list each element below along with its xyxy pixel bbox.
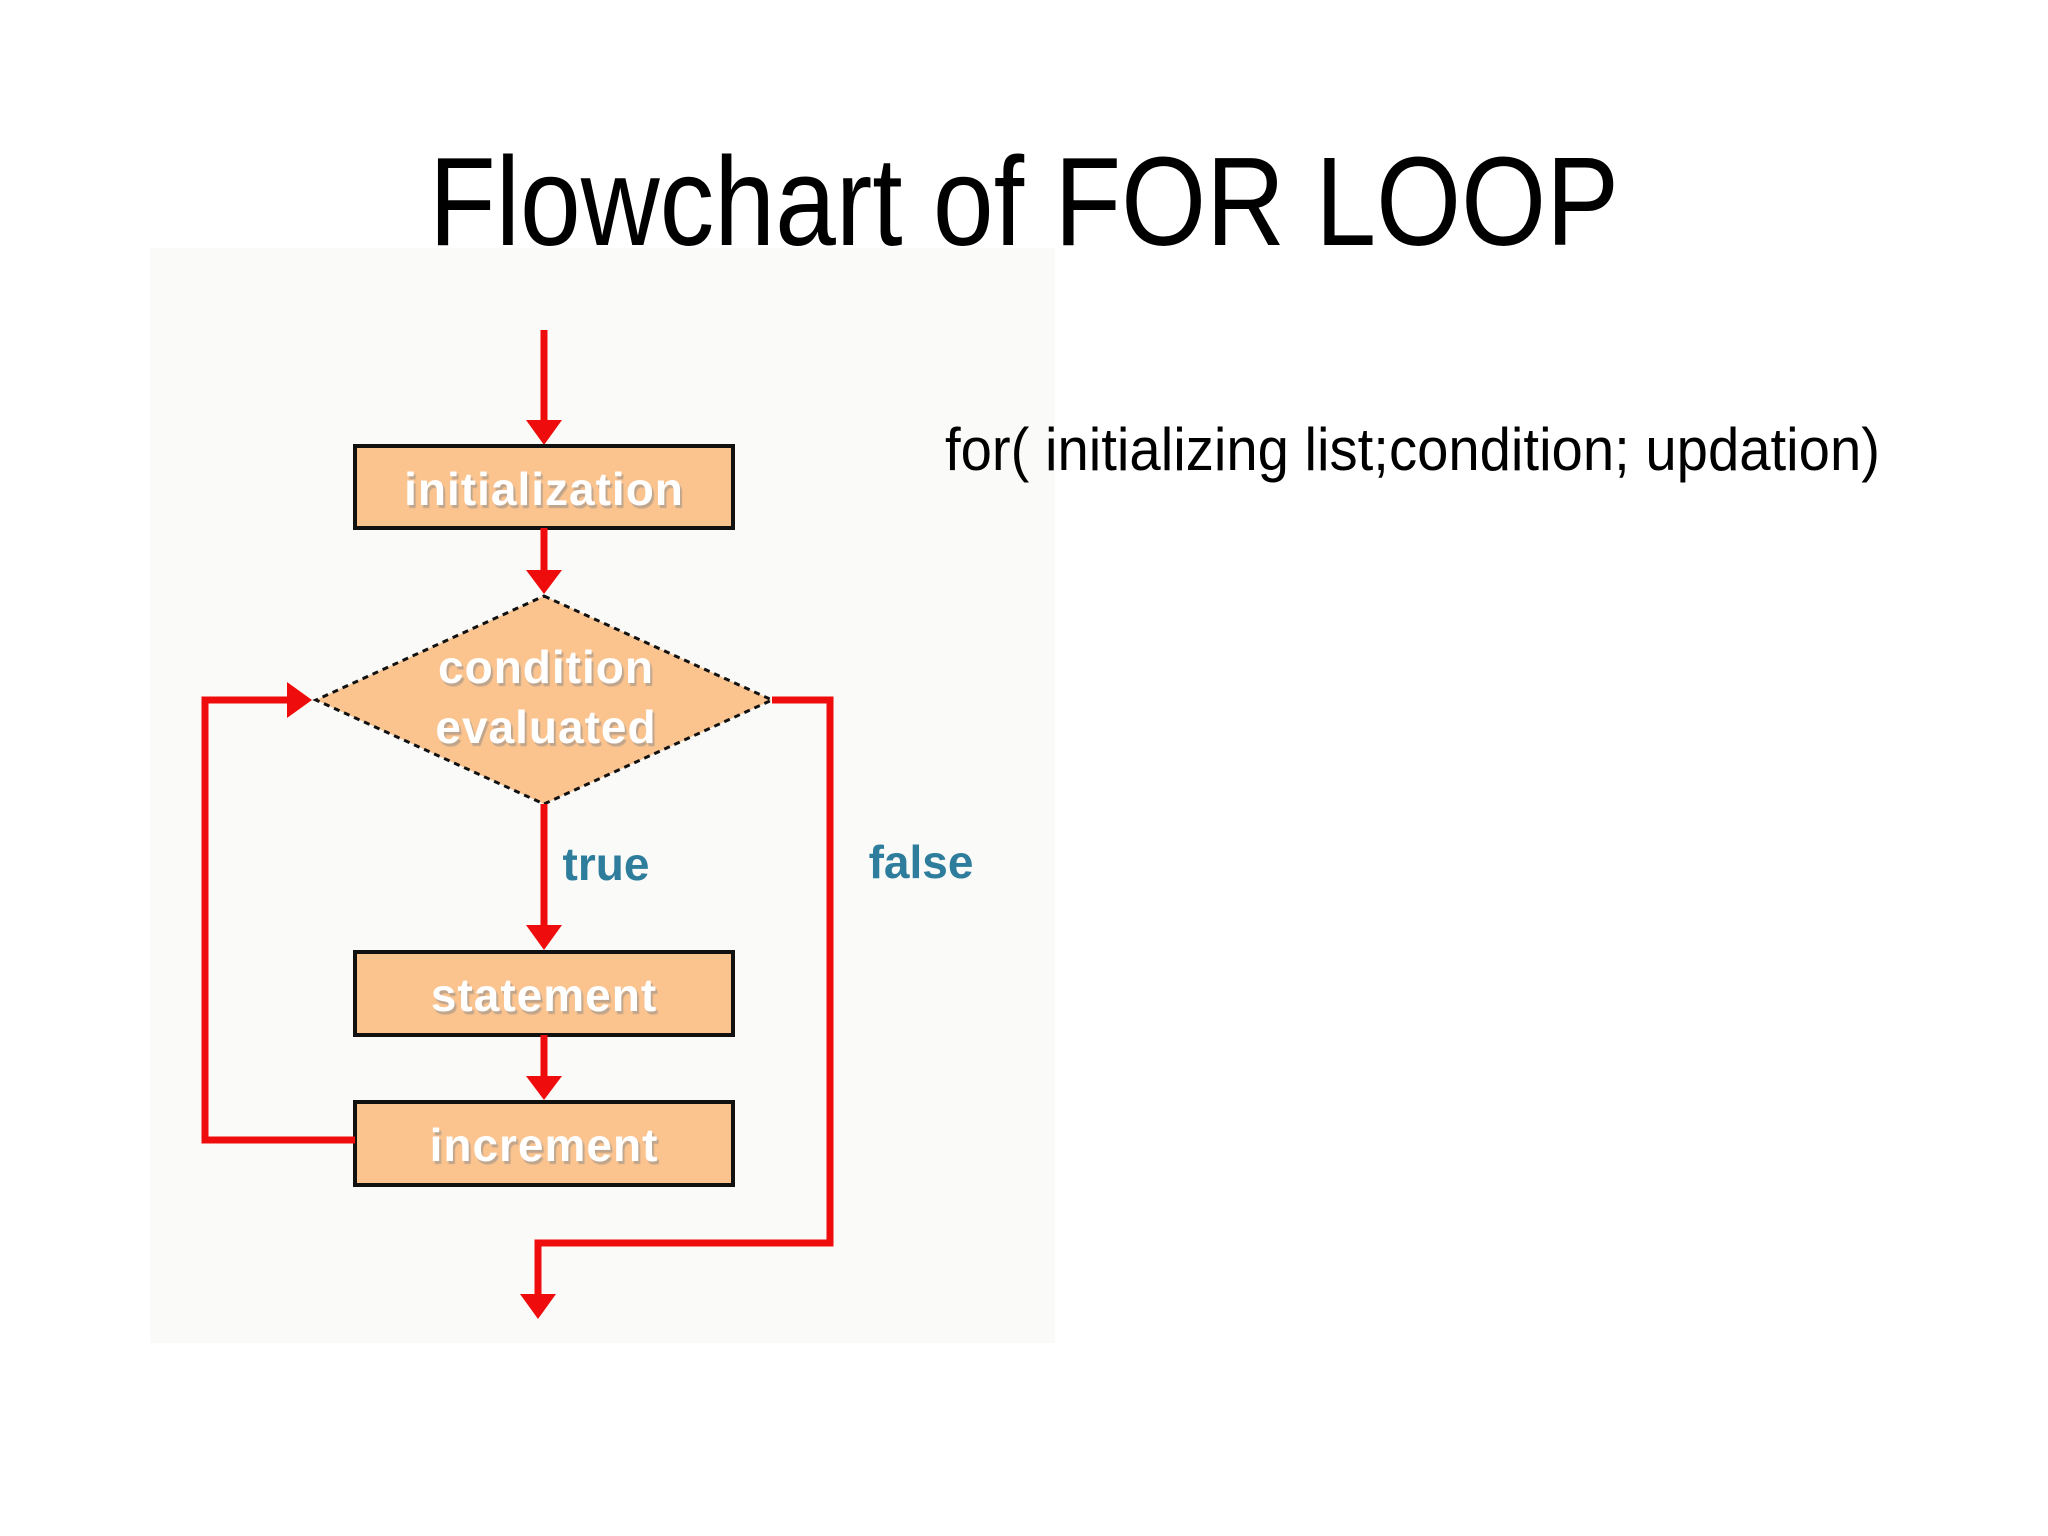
edge-condition-true-to-statement xyxy=(526,804,562,950)
edge-start-to-initialization xyxy=(526,330,562,445)
for-syntax-text: for( initializing list;condition; updati… xyxy=(945,416,1880,483)
increment-label: increment xyxy=(430,1119,659,1171)
true-branch-label: true xyxy=(563,838,650,890)
edge-increment-loop-to-condition xyxy=(201,682,355,1144)
condition-label-line1: condition xyxy=(438,641,654,693)
edge-initialization-to-condition xyxy=(526,528,562,594)
node-initialization: initialization xyxy=(353,444,735,530)
arrowhead-down-icon xyxy=(526,570,562,594)
condition-diamond xyxy=(312,594,776,806)
false-branch-label: false xyxy=(869,836,974,888)
node-increment: increment xyxy=(353,1100,735,1187)
statement-box xyxy=(353,950,735,1037)
edge-condition-false-to-exit xyxy=(520,696,834,1319)
arrowhead-down-icon xyxy=(526,925,562,950)
statement-label: statement xyxy=(431,969,657,1021)
initialization-box xyxy=(353,444,735,530)
arrowhead-down-icon xyxy=(520,1294,556,1319)
edge-line xyxy=(201,696,355,1144)
arrowhead-down-icon xyxy=(526,1076,562,1100)
arrowhead-down-icon xyxy=(526,420,562,445)
initialization-label: initialization xyxy=(404,463,684,515)
node-statement: statement xyxy=(353,950,735,1037)
arrowhead-right-icon xyxy=(287,682,312,718)
condition-label-line2: evaluated xyxy=(435,701,656,753)
slide-title: Flowchart of FOR LOOP xyxy=(429,131,1619,272)
edge-statement-to-increment xyxy=(526,1035,562,1100)
node-condition: condition evaluated xyxy=(312,594,776,806)
edge-line xyxy=(534,696,834,1295)
increment-box xyxy=(353,1100,735,1187)
